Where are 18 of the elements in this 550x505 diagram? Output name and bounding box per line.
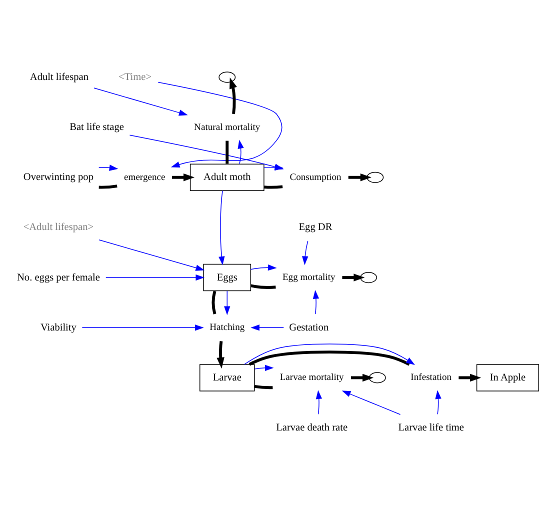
node-text: Adult lifespan [30,72,89,83]
node-text: Larvae mortality [280,372,344,384]
node-text: Larvae life time [398,422,464,434]
node-text: Consumption [290,172,342,183]
node-text: <Adult lifespan> [23,222,94,234]
node-text: Egg DR [298,222,332,234]
node-text: Infestation [410,372,452,384]
node-text: Hatching [210,322,245,334]
node-text: Larvae death rate [276,422,348,434]
node-text: Natural mortality [194,122,260,133]
node-text: <Time> [118,72,152,83]
node-text: Overwinting pop [23,172,94,184]
node-text: No. eggs per female [16,272,100,284]
node-text: Egg mortality [282,272,336,284]
node-text: Gestation [289,322,329,334]
node-text: emergence [124,172,166,183]
node-text: Viability [40,322,76,334]
node-text: Bat life stage [70,122,124,134]
